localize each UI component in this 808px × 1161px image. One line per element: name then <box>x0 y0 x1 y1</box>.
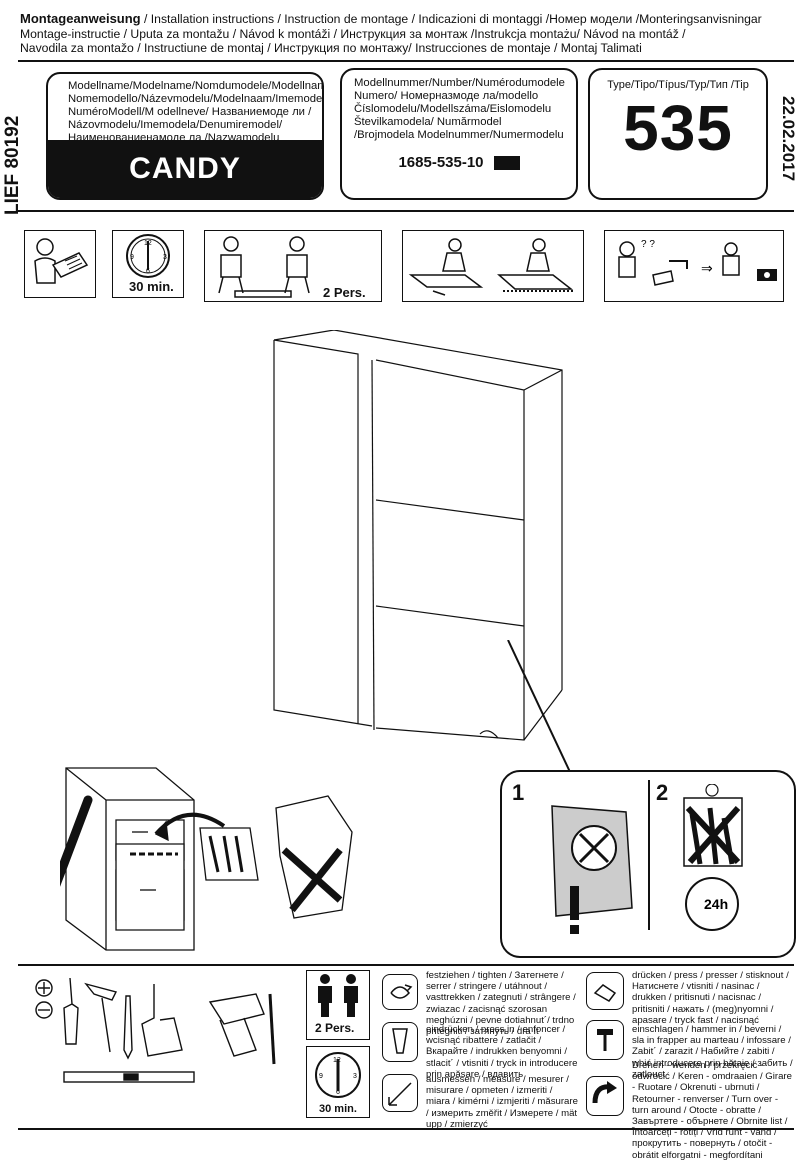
call-service-box: ? ? ⇒ <box>604 230 784 302</box>
press-in-icon <box>382 1022 418 1062</box>
keep-instructions-drawing <box>60 767 353 951</box>
model-number-labels: Modellnummer/Number/Numérodumodele Numer… <box>354 77 565 141</box>
spirit-level-icon <box>63 1071 195 1083</box>
two-persons-icon <box>218 236 310 298</box>
detail-step-1: 1 <box>512 780 525 805</box>
tools-persons-box: 2 Pers. <box>306 970 370 1040</box>
clock-24-label: 24h <box>704 896 728 912</box>
turn-over-text: Drehen - wenden / przekręcić - odwrócić … <box>632 1060 792 1161</box>
type-box: Type/Tipo/Típus/Typ/Тип /Tip 535 <box>588 68 768 200</box>
header-line-3: Navodila za montažo / Instructiune de mo… <box>20 41 642 55</box>
two-persons-icon-small <box>318 974 358 1017</box>
press-in-text: eindrücken / press in / enfoncer / wcisn… <box>426 1024 578 1080</box>
press-icon <box>586 972 624 1010</box>
tools-clock-label: 30 min. <box>319 1103 357 1115</box>
svg-text:3: 3 <box>353 1073 357 1080</box>
pencil-icon <box>123 995 133 1060</box>
tools-persons-label: 2 Pers. <box>315 1021 355 1035</box>
clock-icon-small: 12 3 6 9 <box>315 1052 361 1098</box>
no-scratch-icon <box>551 805 633 934</box>
read-instructions-box <box>24 230 96 298</box>
hammer-in-icon <box>586 1020 624 1060</box>
top-section-rule <box>18 210 794 212</box>
clock-label: 30 min. <box>129 279 174 294</box>
header-line-1: Montageanweisung / Installation instruct… <box>20 11 762 26</box>
type-value: 535 <box>623 92 733 164</box>
model-number-box: Modellnummer/Number/Numérodumodele Numer… <box>340 68 578 200</box>
svg-text:⇒: ⇒ <box>701 260 713 276</box>
detail-step-2: 2 <box>656 780 669 805</box>
svg-text:6: 6 <box>336 1089 340 1096</box>
tighten-icon <box>382 974 418 1010</box>
svg-text:3: 3 <box>163 254 167 261</box>
press-text: drücken / press / presser / stisknout / … <box>632 970 789 1026</box>
cleaning-detail-box: 1 2 24h <box>500 770 796 958</box>
tools-section-rule <box>18 964 794 966</box>
time-box: 12 3 6 9 30 min. <box>112 230 184 298</box>
tools-drawing <box>35 977 276 1083</box>
model-number-code: 1685-535-10 <box>354 155 564 171</box>
hammer-icon <box>84 982 118 1001</box>
drill-icon <box>208 993 265 1025</box>
measure-text: ausmessen / measure / mesurer / misurare… <box>426 1074 578 1130</box>
date: 22.02.2017 <box>779 96 798 182</box>
measure-icon <box>382 1074 418 1112</box>
assembly-on-carpet-icon <box>408 238 574 296</box>
svg-text:9: 9 <box>130 254 134 261</box>
svg-text:6: 6 <box>146 268 150 275</box>
turn-over-icon <box>586 1076 624 1116</box>
model-name-labels: Modellname/Modelname/Nomdumodele/Modelln… <box>68 80 324 144</box>
svg-text:? ?: ? ? <box>641 239 655 250</box>
tools-time-box: 12 3 6 9 30 min. <box>306 1046 370 1118</box>
read-instructions-icon <box>34 238 89 284</box>
persons-label: 2 Pers. <box>323 285 366 300</box>
two-persons-box: 2 Pers. <box>204 230 382 302</box>
color-swatch <box>493 156 520 171</box>
header-line-2: Montage-instructie / Uputa za montažu / … <box>20 26 686 41</box>
header-title: Montageanweisung <box>20 11 141 26</box>
no-chemicals-icon: 24h <box>683 784 743 931</box>
bottom-rule <box>18 1128 794 1130</box>
protect-surface-box <box>402 230 584 302</box>
model-name-value: CANDY <box>48 140 322 198</box>
hammer-in-text: einschlagen / hammer in / beverni / sla … <box>632 1024 793 1080</box>
clock-icon: 12 3 6 9 <box>126 234 170 278</box>
detail-divider <box>648 780 650 930</box>
svg-text:9: 9 <box>319 1073 323 1080</box>
pointer-line <box>507 640 571 773</box>
lief-number: LIEF 80192 <box>2 115 23 215</box>
header: Montageanweisung / Installation instruct… <box>20 11 800 56</box>
type-label: Type/Tipo/Típus/Typ/Тип /Tip <box>607 79 749 91</box>
phillips-icon <box>35 979 53 997</box>
checkmark-icon <box>60 795 93 887</box>
header-rule <box>18 60 794 62</box>
tighten-text: festziehen / tighten / Затегнете / serre… <box>426 970 576 1038</box>
flat-icon <box>35 1001 53 1019</box>
missing-parts-call-icon: ? ? ⇒ <box>618 239 777 286</box>
model-name-box: Modellname/Modelname/Nomdumodele/Modelln… <box>46 72 324 200</box>
